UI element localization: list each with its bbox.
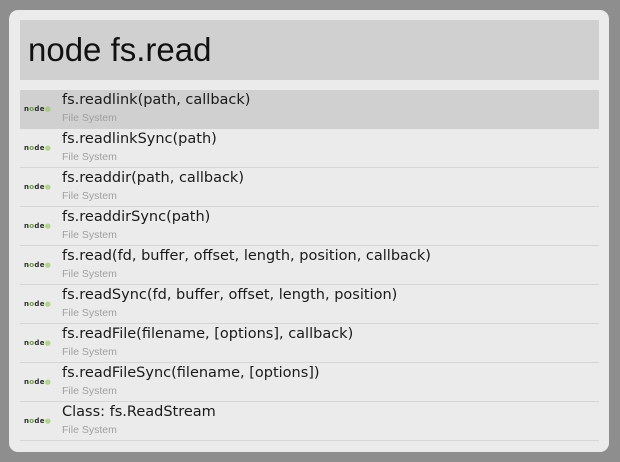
logo-letter: o [29, 417, 35, 425]
result-item[interactable]: node● fs.readdirSync(path) File System [20, 207, 599, 246]
result-subtitle: File System [62, 307, 117, 319]
logo-letter: o [29, 144, 35, 152]
result-subtitle: File System [62, 229, 117, 241]
result-item[interactable]: node● fs.readFileSync(filename, [options]… [20, 363, 599, 402]
logo-letter: de [34, 183, 45, 191]
logo-letter: o [29, 339, 35, 347]
result-title: fs.readFile(filename, [options], callbac… [62, 326, 354, 342]
result-subtitle: File System [62, 151, 117, 163]
nodejs-logo-icon: node● [24, 300, 51, 309]
logo-letter: n [24, 105, 30, 113]
result-item[interactable]: node● fs.readlink(path, callback) File Sys… [20, 90, 599, 129]
nodejs-logo-icon: node● [24, 105, 51, 114]
result-subtitle: File System [62, 268, 117, 280]
result-title: fs.readFileSync(filename, [options]) [62, 365, 320, 381]
result-title: fs.read(fd, buffer, offset, length, posi… [62, 248, 431, 264]
logo-letter: o [29, 183, 35, 191]
nodejs-logo-icon: node● [24, 183, 51, 192]
result-subtitle: File System [62, 190, 117, 202]
logo-letter: de [34, 222, 45, 230]
search-input[interactable]: node fs.read [20, 20, 599, 80]
result-title: fs.readlink(path, callback) [62, 92, 251, 108]
nodejs-logo-icon: node● [24, 261, 51, 270]
logo-dot: ● [44, 339, 52, 347]
logo-letter: n [24, 300, 30, 308]
launcher-panel: node fs.read node●fs.readlink(path, call… [9, 10, 609, 452]
nodejs-logo-icon: node● [24, 339, 51, 348]
result-subtitle: File System [62, 424, 117, 436]
result-title: fs.readdir(path, callback) [62, 170, 244, 186]
logo-letter: n [24, 339, 30, 347]
result-item[interactable]: node● fs.read(fd, buffer, offset, length,… [20, 246, 599, 285]
logo-letter: n [24, 222, 30, 230]
logo-letter: o [29, 300, 35, 308]
logo-letter: de [34, 417, 45, 425]
logo-dot: ● [44, 222, 52, 230]
logo-dot: ● [44, 144, 52, 152]
logo-letter: de [34, 300, 45, 308]
result-title: Class: fs.ReadStream [62, 404, 216, 420]
logo-letter: o [29, 261, 35, 269]
logo-letter: de [34, 105, 45, 113]
logo-dot: ● [44, 300, 52, 308]
nodejs-logo-icon: node● [24, 222, 51, 231]
logo-letter: o [29, 222, 35, 230]
logo-letter: de [34, 144, 45, 152]
logo-letter: o [29, 378, 35, 386]
logo-letter: n [24, 261, 30, 269]
results-list: node●fs.readlink(path, callback)File Sys… [20, 90, 599, 441]
logo-letter: n [24, 378, 30, 386]
logo-letter: de [34, 378, 45, 386]
result-subtitle: File System [62, 385, 117, 397]
logo-letter: o [29, 105, 35, 113]
logo-dot: ● [44, 261, 52, 269]
result-subtitle: File System [62, 112, 117, 124]
logo-dot: ● [44, 183, 52, 191]
logo-letter: de [34, 261, 45, 269]
result-title: fs.readlinkSync(path) [62, 131, 217, 147]
nodejs-logo-icon: node● [24, 378, 51, 387]
nodejs-logo-icon: node● [24, 417, 51, 426]
result-item[interactable]: node● fs.readFile(filename, [options], ca… [20, 324, 599, 363]
result-item[interactable]: node● fs.readdir(path, callback) File Syst… [20, 168, 599, 207]
logo-dot: ● [44, 417, 52, 425]
result-subtitle: File System [62, 346, 117, 358]
logo-letter: n [24, 183, 30, 191]
result-item[interactable]: node● fs.readlinkSync(path) File System [20, 129, 599, 168]
result-title: fs.readdirSync(path) [62, 209, 211, 225]
logo-letter: de [34, 339, 45, 347]
nodejs-logo-icon: node● [24, 144, 51, 153]
logo-dot: ● [44, 105, 52, 113]
result-title: fs.readSync(fd, buffer, offset, length, … [62, 287, 398, 303]
logo-letter: n [24, 144, 30, 152]
logo-dot: ● [44, 378, 52, 386]
logo-letter: n [24, 417, 30, 425]
result-item[interactable]: node● fs.readSync(fd, buffer, offset, len… [20, 285, 599, 324]
